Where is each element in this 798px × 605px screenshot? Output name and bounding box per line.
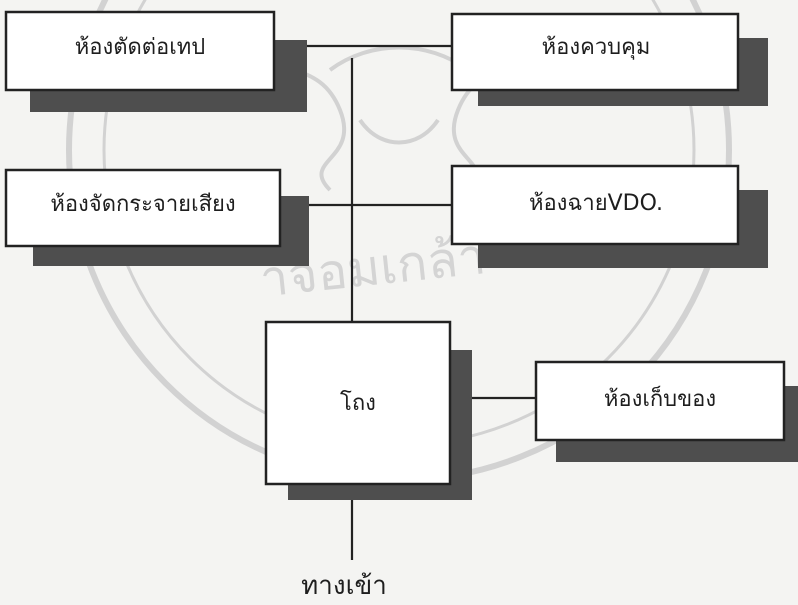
room-projection-label: ห้องฉายVDO. [529,191,663,216]
room-projection-box: ห้องฉายVDO. [450,164,768,268]
entrance-label: ทางเข้า [301,571,387,601]
room-control-label: ห้องควบคุม [542,35,651,60]
room-editing-box: ห้องตัดต่อเทป [4,10,307,112]
room-storage-box: ห้องเก็บของ [534,360,798,462]
room-control-box: ห้องควบคุม [450,12,768,106]
room-sound-box: ห้องจัดกระจายเสียง [4,168,309,266]
room-sound-label: ห้องจัดกระจายเสียง [50,192,235,217]
room-editing-label: ห้องตัดต่อเทป [75,35,206,60]
room-storage-label: ห้องเก็บของ [604,384,716,412]
hall-box: โถง [264,320,472,500]
hall-label: โถง [340,390,376,416]
